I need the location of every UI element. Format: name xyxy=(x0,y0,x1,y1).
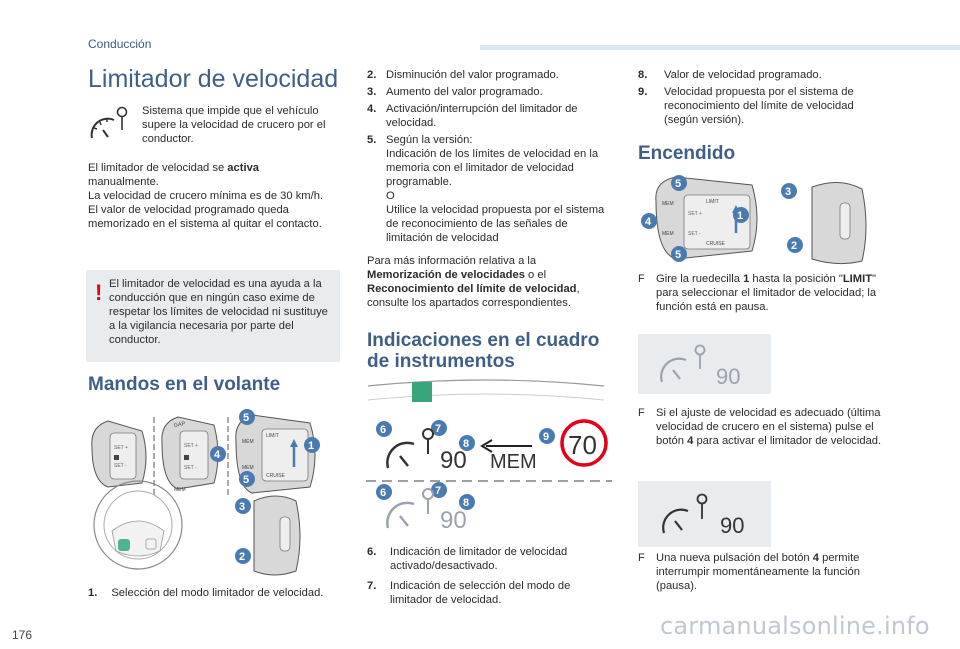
display-active-box: 90 xyxy=(638,481,771,547)
speed-limiter-icon xyxy=(90,106,128,139)
limiter-icon-faded xyxy=(386,488,434,529)
limiter-paused-display: 90 xyxy=(660,344,740,388)
svg-text:SET -: SET - xyxy=(688,231,701,237)
svg-text:SET +: SET + xyxy=(114,445,128,451)
svg-text:8: 8 xyxy=(463,497,469,509)
step-1: F Gire la ruedecilla 1 hasta la posición… xyxy=(638,273,877,313)
svg-text:1: 1 xyxy=(737,210,743,222)
svg-text:3: 3 xyxy=(239,501,245,513)
svg-text:SET -: SET - xyxy=(184,465,197,471)
svg-text:9: 9 xyxy=(543,431,549,443)
instrument-display-illustration: 6 7 8 9 90 MEM 70 6 7 8 90 xyxy=(366,379,612,534)
intro-text: Sistema que impide que el vehículo super… xyxy=(142,105,326,145)
svg-text:CRUISE: CRUISE xyxy=(706,241,726,247)
step-3: F Una nueva pulsación del botón 4 permit… xyxy=(638,552,860,592)
svg-text:MEM: MEM xyxy=(242,439,254,445)
limiter-icon-large xyxy=(386,428,434,469)
encendido-title: Encendido xyxy=(638,143,736,164)
svg-text:GAP: GAP xyxy=(173,421,186,429)
svg-text:8: 8 xyxy=(463,438,469,450)
svg-text:SET -: SET - xyxy=(114,463,127,469)
warning-box: ! El limitador de velocidad es una ayuda… xyxy=(86,270,340,362)
list-item: 2.Disminución del valor programado. xyxy=(367,69,559,81)
display-paused-box: 90 xyxy=(638,334,771,394)
steering-controls-illustration: SET + SET - GAP SET + SET - MEM LIMIT CR… xyxy=(91,409,320,576)
svg-text:90: 90 xyxy=(440,447,467,474)
svg-text:4: 4 xyxy=(214,449,221,461)
item-6-7: 6.Indicación de limitador de velocidad a… xyxy=(367,546,571,606)
svg-text:90: 90 xyxy=(440,507,467,534)
numbered-list: 2.Disminución del valor programado. 3.Au… xyxy=(367,68,607,248)
step-2: F Si el ajuste de velocidad es adecuado … xyxy=(638,407,882,447)
svg-text:LIMIT: LIMIT xyxy=(266,433,279,439)
svg-text:7: 7 xyxy=(435,423,441,435)
svg-text:6: 6 xyxy=(380,487,386,499)
section-title: Conducción xyxy=(88,37,152,51)
warning-icon: ! xyxy=(95,280,103,305)
svg-text:7: 7 xyxy=(435,485,441,497)
mandos-title: Mandos en el volante xyxy=(88,374,281,395)
header-bar xyxy=(480,45,960,50)
item-8-9: 8.Valor de velocidad programado. 9.Veloc… xyxy=(638,69,854,126)
svg-text:SET +: SET + xyxy=(184,443,198,449)
svg-text:90: 90 xyxy=(720,513,744,538)
page-title: Limitador de velocidad xyxy=(88,65,339,93)
svg-text:3: 3 xyxy=(785,186,791,198)
svg-text:MEM: MEM xyxy=(242,465,254,471)
list-item: 3.Aumento del valor programado. xyxy=(367,86,543,98)
svg-text:4: 4 xyxy=(645,216,652,228)
svg-text:5: 5 xyxy=(675,178,681,190)
more-info-text: Para más información relativa a la Memor… xyxy=(367,255,580,309)
limiter-active-display: 90 xyxy=(662,493,744,538)
list-item: 4.Activación/interrupción del limitador … xyxy=(367,103,578,129)
warning-text: El limitador de velocidad es una ayuda a… xyxy=(109,278,328,346)
svg-text:MEM: MEM xyxy=(174,487,186,493)
watermark: carmanualsonline.info xyxy=(660,612,930,640)
svg-text:SET +: SET + xyxy=(688,211,702,217)
svg-text:MEM: MEM xyxy=(662,201,674,207)
svg-text:2: 2 xyxy=(239,551,245,563)
encendido-stalk-illustration: LIMIT CRUISE SET + SET - MEM MEM 5 4 1 5… xyxy=(641,175,867,265)
svg-text:LIMIT: LIMIT xyxy=(706,199,719,205)
svg-text:5: 5 xyxy=(243,412,249,424)
activation-text: El limitador de velocidad se activa manu… xyxy=(88,162,324,230)
svg-text:MEM: MEM xyxy=(662,231,674,237)
svg-text:2: 2 xyxy=(791,240,797,252)
svg-text:CRUISE: CRUISE xyxy=(266,473,286,479)
svg-text:90: 90 xyxy=(716,364,740,388)
svg-text:6: 6 xyxy=(380,424,386,436)
svg-text:5: 5 xyxy=(243,474,249,486)
page-number: 176 xyxy=(12,628,33,642)
list-item: 5.Según la versión: Indicación de los lí… xyxy=(367,134,605,244)
svg-text:5: 5 xyxy=(675,249,681,261)
svg-text:70: 70 xyxy=(568,430,597,460)
svg-text:MEM: MEM xyxy=(490,451,537,473)
svg-text:1: 1 xyxy=(308,440,314,452)
item-1: 1.Selección del modo limitador de veloci… xyxy=(88,587,324,599)
